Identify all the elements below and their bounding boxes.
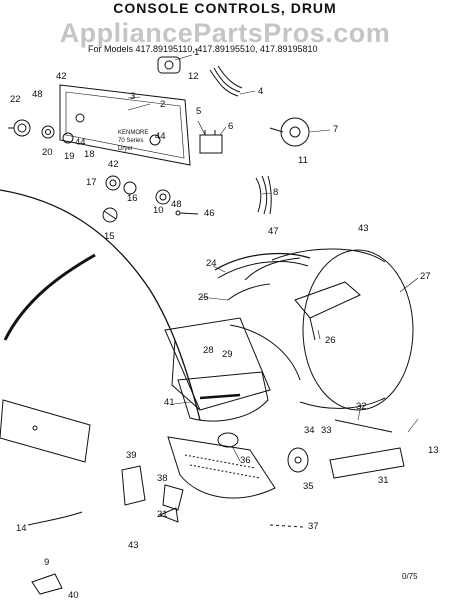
callout-48a: 48 (32, 89, 43, 100)
callout-42b: 42 (108, 159, 119, 170)
rod-32 (334, 419, 393, 433)
callout-10: 10 (153, 205, 164, 216)
screw-46 (175, 210, 199, 216)
part-40 (31, 573, 63, 595)
diagram-title: CONSOLE CONTROLS, DRUM (113, 0, 337, 16)
switch-6 (199, 130, 223, 154)
panel-text-2: 70 Series (118, 138, 143, 144)
callout-17: 17 (86, 177, 97, 188)
callout-33: 33 (321, 425, 332, 436)
callout-11: 11 (298, 155, 308, 166)
callout-12: 12 (188, 71, 199, 82)
callout-20: 20 (42, 147, 53, 158)
knob-16 (123, 181, 137, 195)
callout-48b: 48 (171, 199, 182, 210)
callout-16: 16 (127, 193, 138, 204)
callout-35: 35 (303, 481, 314, 492)
part-38 (162, 484, 184, 511)
cabinet-outline (0, 189, 201, 421)
callout-15: 15 (104, 231, 115, 242)
callout-26: 26 (325, 335, 336, 346)
harness-4 (209, 65, 243, 97)
callout-3: 3 (130, 91, 136, 102)
callout-21: 21 (157, 509, 168, 520)
switch-7 (269, 117, 310, 147)
callout-43a: 43 (358, 223, 369, 234)
callout-14: 14 (16, 523, 27, 534)
page-footnote: 0/75 (402, 572, 418, 581)
wire-14 (27, 511, 83, 526)
callout-36: 36 (240, 455, 251, 466)
seal-24b (217, 261, 309, 279)
callout-40: 40 (68, 590, 79, 601)
seal-25 (227, 283, 271, 301)
callout-38: 38 (157, 473, 168, 484)
baffle-26 (294, 281, 361, 341)
lint-filter-41 (177, 371, 269, 422)
callout-9: 9 (44, 557, 50, 568)
console-panel (59, 84, 191, 166)
callout-41: 41 (164, 397, 175, 408)
callout-37: 37 (308, 521, 319, 532)
callout-22: 22 (10, 94, 21, 105)
callout-27: 27 (420, 271, 431, 282)
callout-18: 18 (84, 149, 95, 160)
callout-2: 2 (160, 99, 166, 110)
seal-24 (214, 252, 311, 271)
callout-13: 13 (428, 445, 439, 456)
callout-25: 25 (198, 292, 209, 303)
model-numbers: For Models 417.89195110, 417.89195510, 4… (88, 44, 318, 54)
callout-29: 29 (222, 349, 233, 360)
timer-knob-22 (8, 119, 31, 137)
callout-39: 39 (126, 450, 137, 461)
callout-5: 5 (196, 106, 202, 117)
callout-44a: 44 (75, 137, 86, 148)
panel-text-1: KENMORE (118, 130, 148, 136)
callout-34: 34 (304, 425, 315, 436)
panel-text-3: Dryer (118, 146, 133, 152)
callout-8: 8 (273, 187, 279, 198)
callout-1: 1 (194, 47, 200, 58)
callout-47: 47 (268, 226, 279, 237)
lint-screen (167, 436, 276, 499)
callout-31: 31 (378, 475, 389, 486)
callout-42a: 42 (56, 71, 67, 82)
watermark: AppliancePartsPros.com (59, 18, 391, 48)
front-panel-edge (3, 253, 96, 341)
part-21 (158, 507, 179, 523)
callout-44b: 44 (155, 131, 166, 142)
knob-10 (155, 189, 171, 205)
knob-20 (41, 125, 55, 139)
callout-7: 7 (333, 124, 339, 135)
callout-4: 4 (258, 86, 264, 97)
callout-43b: 43 (128, 540, 139, 551)
knob-15 (102, 207, 118, 223)
pulley-35 (287, 447, 309, 473)
part-39 (121, 465, 146, 506)
switch-1 (157, 56, 181, 74)
bracket-31 (329, 447, 405, 479)
callout-19: 19 (64, 151, 75, 162)
part-37-line (269, 524, 304, 528)
knob-17 (105, 175, 121, 191)
toe-panel (0, 399, 91, 463)
callout-32: 32 (356, 401, 367, 412)
callout-28: 28 (203, 345, 214, 356)
callout-46: 46 (204, 208, 215, 219)
disk-36 (217, 432, 239, 448)
callout-24: 24 (206, 258, 217, 269)
front-bulkhead (164, 317, 301, 411)
callout-6: 6 (228, 121, 234, 132)
wiring-8 (255, 175, 272, 215)
drum-27 (244, 248, 414, 411)
knob-19 (62, 132, 74, 144)
